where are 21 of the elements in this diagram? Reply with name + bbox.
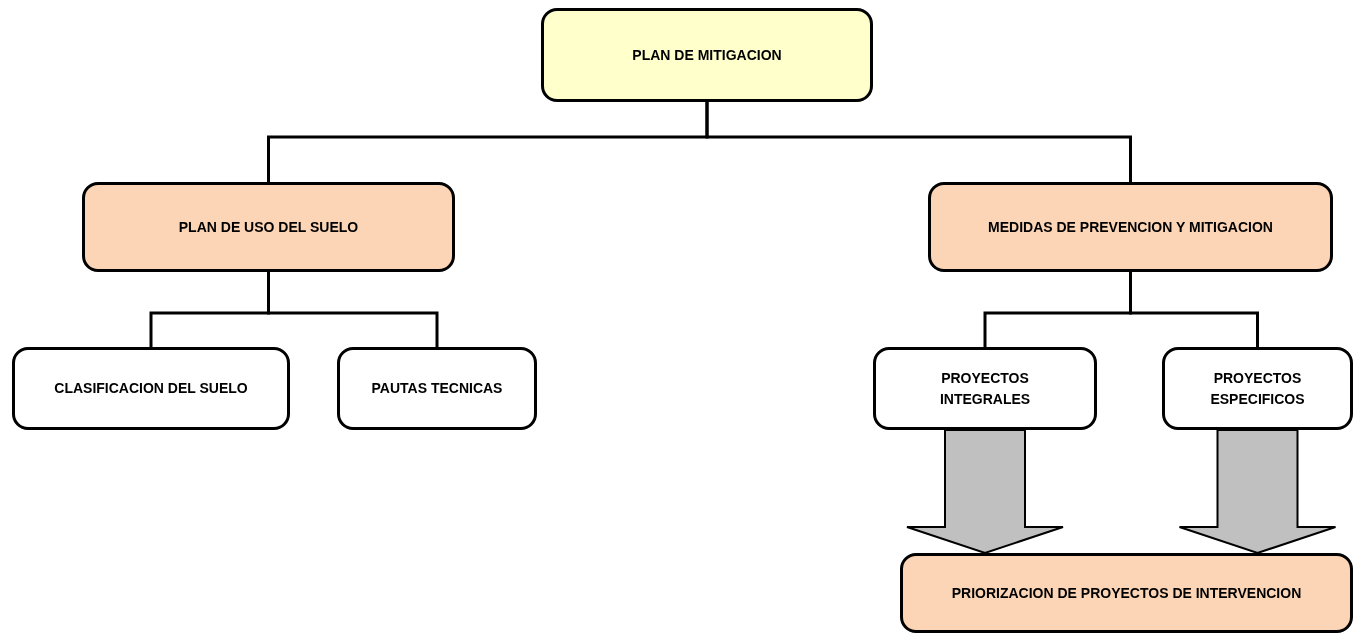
box-label: MEDIDAS DE PREVENCION Y MITIGACION [988,217,1273,237]
block-arrow [1178,429,1337,555]
process-box [873,347,1097,430]
process-box [12,347,290,430]
process-box [928,182,1333,272]
connector-line [267,272,439,347]
process-box [900,553,1353,633]
box-label: PLAN DE USO DEL SUELO [178,217,359,237]
process-box [1162,347,1353,430]
box-label: PLAN DE MITIGACION [632,45,782,65]
process-box [82,182,455,272]
box-label: PRIORIZACION DE PROYECTOS DE INTERVENCION [951,583,1302,603]
connector-line [1129,272,1259,347]
process-box [337,347,537,430]
box-label: CLASIFICACION DEL SUELO [54,379,248,399]
box-label: PROYECTOS ESPECIFICOS [1209,369,1306,409]
block-arrow [906,429,1064,555]
connector-line [705,102,1132,182]
process-box [541,8,873,102]
box-label: PROYECTOS INTEGRALES [938,369,1032,409]
box-label: PAUTAS TECNICAS [371,379,503,399]
